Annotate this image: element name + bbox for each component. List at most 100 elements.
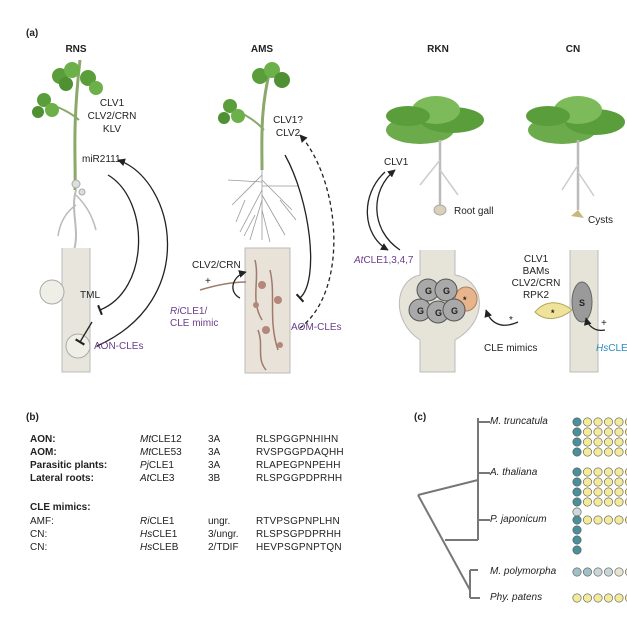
- species-m-truncatula: M. truncatula: [490, 416, 548, 427]
- cle-dot: [572, 487, 582, 497]
- cle-dot: [572, 447, 582, 457]
- syncytium-label: S: [579, 298, 586, 308]
- cle-dot: [572, 515, 582, 525]
- cle-dot: [603, 567, 613, 577]
- giant-cell-label: G: [417, 306, 425, 316]
- giant-cell-label: G: [451, 306, 459, 316]
- cle-dot: [603, 467, 613, 477]
- cn-plus-2: +: [601, 318, 607, 329]
- table-row-label: AON:: [30, 434, 56, 445]
- rns-klv: KLV: [102, 124, 122, 135]
- table-row-label: CN:: [30, 529, 48, 540]
- cle-dot: [593, 487, 603, 497]
- col-cn-title: CN: [565, 44, 581, 55]
- ams-plus: +: [205, 276, 211, 287]
- ams-root-zoom: [199, 247, 291, 374]
- cle-dot: [603, 487, 613, 497]
- cle-dot: [572, 593, 582, 603]
- rns-clv2crn: CLV2/CRN: [87, 111, 137, 122]
- ams-clv2crn: CLV2/CRN: [192, 260, 241, 271]
- cle-dot: [603, 593, 613, 603]
- table-row-label: CN:: [30, 542, 48, 553]
- cle-dot: [582, 567, 592, 577]
- table-row-gene: PjCLE1: [140, 460, 174, 471]
- col-rns-title: RNS: [65, 44, 87, 55]
- table-row-sequence: RLSPGGPNHIHN: [256, 434, 339, 445]
- cle-dot: [614, 427, 624, 437]
- ams-plant: [218, 62, 298, 243]
- cle-dot: [582, 437, 592, 447]
- cn-rpk2: RPK2: [522, 290, 550, 301]
- cn-root-zoom: [534, 250, 599, 373]
- table-row-group: 3A: [208, 434, 221, 445]
- cle-dot: [572, 497, 582, 507]
- table-row-group: 2/TDIF: [208, 542, 239, 553]
- cle-dot: [582, 593, 592, 603]
- cle-dot: [582, 427, 592, 437]
- cle-dot: [593, 515, 603, 525]
- cle-dot: [593, 427, 603, 437]
- cle-dot: [603, 437, 613, 447]
- cle-dot: [572, 567, 582, 577]
- rkn-atcle: AtCLE1,3,4,7: [354, 255, 414, 266]
- table-row-gene: HsCLE1: [140, 529, 178, 540]
- cle-dot: [593, 447, 603, 457]
- table-row-sequence: RLSPSGPDPRHH: [256, 529, 342, 540]
- cle-dot: [614, 515, 624, 525]
- cn-clv2crn: CLV2/CRN: [511, 278, 561, 289]
- rns-tml: TML: [80, 290, 100, 301]
- table-row-group: 3A: [208, 447, 221, 458]
- cle-dot: [593, 437, 603, 447]
- cle-dot: [614, 447, 624, 457]
- cle-dot: [593, 497, 603, 507]
- table-mimic-title: CLE mimics:: [30, 502, 91, 513]
- cle-dot: [582, 467, 592, 477]
- cle-dot: [603, 427, 613, 437]
- table-row-gene: MtCLE53: [140, 447, 182, 458]
- table-row-label: Lateral roots:: [30, 473, 94, 484]
- phylo-tree: [417, 418, 490, 599]
- ams-clv2: CLV2: [275, 128, 301, 139]
- cle-dot: [572, 535, 582, 545]
- cle-dot: [572, 437, 582, 447]
- cn-plus: *: [509, 315, 513, 326]
- ams-aom-cles: AOM-CLEs: [291, 322, 342, 333]
- cle-dot: [593, 567, 603, 577]
- cle-dot: [582, 447, 592, 457]
- cle-dot: [572, 417, 582, 427]
- giant-cell-label: G: [435, 308, 443, 318]
- cn-hscle: HsCLE: [596, 343, 627, 354]
- table-row-label: AOM:: [30, 447, 57, 458]
- cle-dot: [572, 525, 582, 535]
- cle-dot: [582, 515, 592, 525]
- cle-dot: [582, 497, 592, 507]
- species-a-thaliana: A. thaliana: [490, 467, 538, 478]
- table-row-gene: AtCLE3: [140, 473, 175, 484]
- cle-dot: [572, 427, 582, 437]
- table-row-group: 3A: [208, 460, 221, 471]
- cle-dot: [593, 477, 603, 487]
- ams-cle-mimic: CLE mimic: [170, 318, 219, 329]
- table-row-sequence: RLSPGGPDPRHH: [256, 473, 343, 484]
- cle-dot: [572, 545, 582, 555]
- cle-dot: [603, 477, 613, 487]
- rns-aon-cles: AON-CLEs: [94, 341, 144, 352]
- table-row-gene: MtCLE12: [140, 434, 182, 445]
- cle-dot: [614, 497, 624, 507]
- table-row-sequence: RLAPEGPNPEHH: [256, 460, 341, 471]
- rkn-root-gall: Root gall: [454, 206, 494, 217]
- cle-dot: [614, 467, 624, 477]
- ams-clv1: CLV1?: [273, 115, 303, 126]
- cn-cysts: Cysts: [588, 215, 613, 226]
- col-rkn-title: RKN: [427, 44, 449, 55]
- cle-dot: [614, 437, 624, 447]
- cle-dot: [603, 417, 613, 427]
- species-m-polymorpha: M. polymorpha: [490, 566, 557, 577]
- giant-cell-label: G: [443, 286, 451, 296]
- cle-dot: [572, 477, 582, 487]
- cle-dot: [593, 593, 603, 603]
- cle-dot: [582, 417, 592, 427]
- cle-dot: [572, 467, 582, 477]
- cle-dot: [593, 467, 603, 477]
